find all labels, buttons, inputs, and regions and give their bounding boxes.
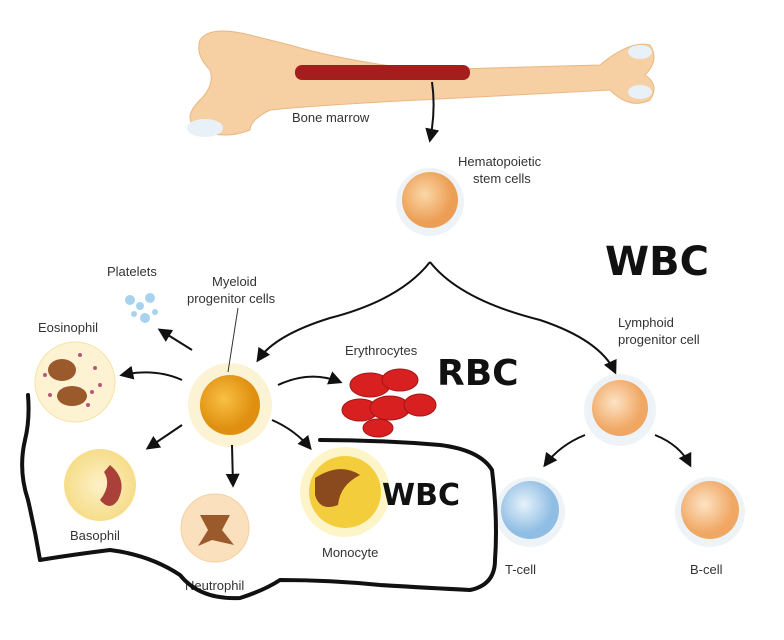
eosinophil-granules xyxy=(43,353,102,407)
arrow-to-monocyte xyxy=(271,419,312,451)
label-myeloid-1: Myeloid xyxy=(212,274,257,289)
label-erythrocytes: Erythrocytes xyxy=(345,343,418,358)
bone-marrow-band xyxy=(295,65,470,80)
eosinophil-nucleus-2 xyxy=(57,386,87,406)
arrow-marrow-to-stem xyxy=(425,81,440,143)
label-platelets: Platelets xyxy=(107,264,157,279)
arrow-to-t-cell xyxy=(543,434,586,468)
t-cell xyxy=(501,481,559,539)
label-lymphoid-1: Lymphoid xyxy=(618,315,674,330)
label-myeloid-2: progenitor cells xyxy=(187,291,276,306)
label-monocyte: Monocyte xyxy=(322,545,378,560)
b-cell xyxy=(681,481,739,539)
monocyte-nucleus xyxy=(315,469,360,508)
arrow-to-lymphoid xyxy=(429,261,617,375)
arrow-to-basophil xyxy=(145,424,183,450)
label-lymphoid-2: progenitor cell xyxy=(618,332,700,347)
label-eosinophil: Eosinophil xyxy=(38,320,98,335)
arrow-to-neutrophil xyxy=(225,444,240,488)
eosinophil-nucleus-1 xyxy=(48,359,76,381)
label-stem-cells-1: Hematopoietic xyxy=(458,154,542,169)
arrow-to-b-cell xyxy=(654,434,692,468)
label-t-cell: T-cell xyxy=(505,562,536,577)
neutrophil-nucleus xyxy=(198,515,234,546)
arrow-to-myeloid xyxy=(256,261,431,363)
hematopoietic-stem-cell xyxy=(402,172,458,228)
label-bone-marrow: Bone marrow xyxy=(292,110,370,125)
arrow-to-eosinophil xyxy=(119,365,183,381)
myeloid-progenitor-cell xyxy=(200,375,260,435)
myeloid-leader-line xyxy=(227,307,239,373)
handdrawn-wbc-outline xyxy=(20,393,498,601)
platelets-icon xyxy=(125,293,158,323)
eosinophil-cell xyxy=(34,341,116,423)
basophil-nucleus xyxy=(100,465,122,506)
erythrocytes-icon xyxy=(341,368,437,438)
label-basophil: Basophil xyxy=(70,528,120,543)
lymphoid-progenitor-cell xyxy=(592,380,648,436)
label-b-cell: B-cell xyxy=(690,562,723,577)
bone xyxy=(187,30,655,137)
annotation-rbc: RBC xyxy=(437,353,519,394)
basophil-cell xyxy=(64,449,136,521)
label-stem-cells-2: stem cells xyxy=(473,171,531,186)
annotation-wbc-top: WBC xyxy=(605,239,709,285)
arrow-to-platelets xyxy=(157,328,193,351)
arrow-to-erythrocytes xyxy=(277,371,343,386)
annotation-wbc-group: WBC xyxy=(382,478,460,513)
